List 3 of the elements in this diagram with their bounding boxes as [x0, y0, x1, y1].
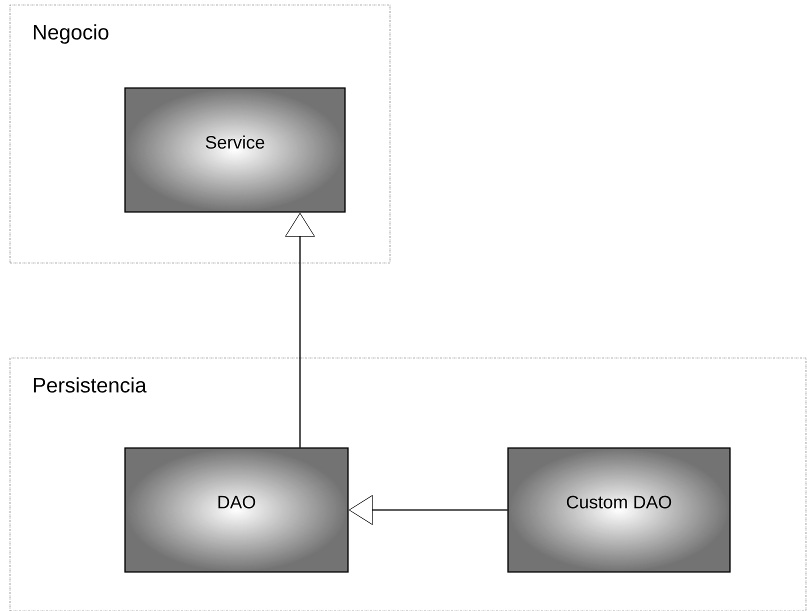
class-box: DAO: [124, 447, 349, 573]
class-box: Service: [124, 87, 346, 213]
class-box: Custom DAO: [507, 447, 731, 573]
